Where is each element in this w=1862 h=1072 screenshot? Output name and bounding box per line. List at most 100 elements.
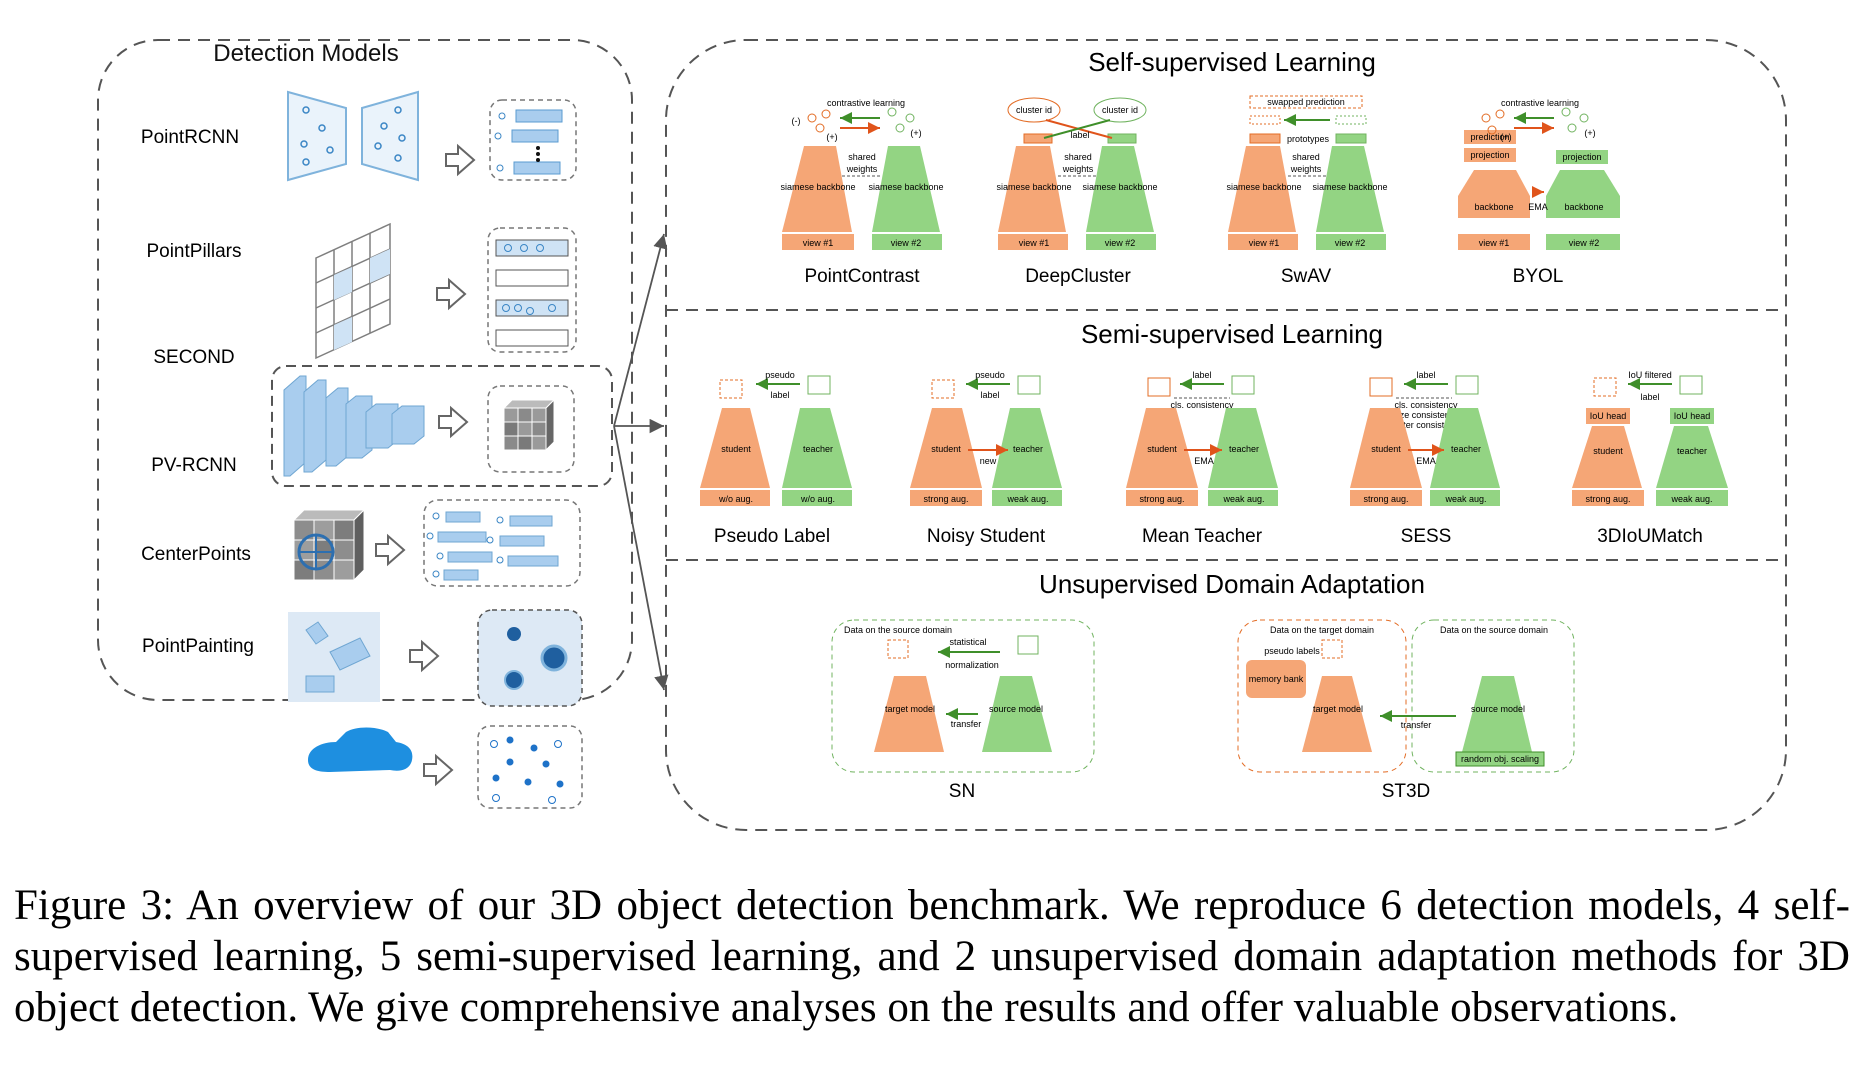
method-sess: label cls. consistency size consistency … bbox=[1350, 370, 1500, 547]
svg-text:cluster id: cluster id bbox=[1016, 105, 1052, 115]
methods-panel: Self-supervised Learning Semi-supervised… bbox=[665, 39, 1787, 831]
svg-text:prototypes: prototypes bbox=[1287, 134, 1330, 144]
svg-text:teacher: teacher bbox=[1229, 444, 1259, 454]
svg-text:siamese backbone: siamese backbone bbox=[780, 182, 855, 192]
svg-text:projection: projection bbox=[1470, 150, 1509, 160]
svg-text:backbone: backbone bbox=[1474, 202, 1513, 212]
svg-text:student: student bbox=[931, 444, 961, 454]
svg-text:(-): (-) bbox=[792, 116, 801, 126]
svg-text:backbone: backbone bbox=[1564, 202, 1603, 212]
svg-text:center consistency: center consistency bbox=[1389, 420, 1464, 430]
svg-text:strong aug.: strong aug. bbox=[923, 494, 968, 504]
method-byol: backbone backbone EMA view #1 view #2 pr… bbox=[1458, 98, 1620, 287]
svg-text:new: new bbox=[980, 456, 997, 466]
pseudo-label-name: Pseudo Label bbox=[714, 526, 830, 547]
svg-text:label: label bbox=[1640, 392, 1659, 402]
svg-text:student: student bbox=[1371, 444, 1401, 454]
svg-text:siamese backbone: siamese backbone bbox=[1082, 182, 1157, 192]
svg-text:transfer: transfer bbox=[1401, 720, 1432, 730]
svg-text:label: label bbox=[1192, 370, 1211, 380]
svg-text:IoU head: IoU head bbox=[1674, 411, 1711, 421]
svg-text:view #2: view #2 bbox=[1105, 238, 1136, 248]
svg-text:student: student bbox=[1593, 446, 1623, 456]
svg-text:size consistency: size consistency bbox=[1393, 410, 1459, 420]
svg-text:source model: source model bbox=[1471, 704, 1525, 714]
svg-text:label: label bbox=[980, 390, 999, 400]
svg-text:cls. consistency: cls. consistency bbox=[1170, 400, 1234, 410]
svg-text:view #1: view #1 bbox=[803, 238, 834, 248]
svg-text:cls. consistency: cls. consistency bbox=[1394, 400, 1458, 410]
svg-text:(+): (+) bbox=[910, 128, 921, 138]
svg-text:label: label bbox=[1070, 130, 1089, 140]
method-pointcontrast: view #1 view #2 siamese backbone siamese… bbox=[780, 98, 943, 287]
model-pointpillars: PointPillars bbox=[146, 241, 241, 262]
method-pseudo-label: pseudo label student teacher w/o aug. w/… bbox=[700, 370, 852, 547]
svg-text:pseudo: pseudo bbox=[765, 370, 795, 380]
semi-title: Semi-supervised Learning bbox=[1081, 319, 1383, 349]
noisy-student-name: Noisy Student bbox=[927, 526, 1046, 547]
svg-text:w/o aug.: w/o aug. bbox=[800, 494, 835, 504]
mean-teacher-name: Mean Teacher bbox=[1142, 526, 1263, 547]
detection-title: Detection Models bbox=[213, 40, 398, 67]
svg-text:memory bank: memory bank bbox=[1249, 674, 1304, 684]
svg-text:strong aug.: strong aug. bbox=[1363, 494, 1408, 504]
figure-caption: Figure 3: An overview of our 3D object d… bbox=[14, 882, 1850, 1031]
svg-text:prediction: prediction bbox=[1470, 132, 1509, 142]
svg-text:weak aug.: weak aug. bbox=[1444, 494, 1486, 504]
svg-text:label: label bbox=[1416, 370, 1435, 380]
method-deepcluster: view #1 view #2 siamese backbone siamese… bbox=[996, 97, 1158, 287]
model-pointpainting: PointPainting bbox=[142, 636, 254, 657]
svg-text:transfer: transfer bbox=[951, 719, 982, 729]
svg-text:statistical: statistical bbox=[949, 637, 986, 647]
svg-text:teacher: teacher bbox=[1013, 444, 1043, 454]
svg-text:target model: target model bbox=[1313, 704, 1363, 714]
byol-name: BYOL bbox=[1513, 266, 1564, 287]
svg-text:siamese backbone: siamese backbone bbox=[868, 182, 943, 192]
svg-text:view #1: view #1 bbox=[1019, 238, 1050, 248]
svg-text:cluster id: cluster id bbox=[1102, 105, 1138, 115]
model-centerpoints: CenterPoints bbox=[141, 544, 251, 565]
svg-text:teacher: teacher bbox=[1451, 444, 1481, 454]
method-swav: view #1 view #2 siamese backbone siamese… bbox=[1226, 95, 1388, 287]
svg-text:view #2: view #2 bbox=[1569, 238, 1600, 248]
svg-text:(+): (+) bbox=[826, 132, 837, 142]
svg-text:pseudo labels: pseudo labels bbox=[1264, 646, 1320, 656]
sn-name: SN bbox=[949, 781, 975, 802]
svg-text:random obj. scaling: random obj. scaling bbox=[1461, 754, 1539, 764]
deepcluster-name: DeepCluster bbox=[1025, 266, 1131, 287]
svg-text:teacher: teacher bbox=[803, 444, 833, 454]
svg-text:swapped prediction: swapped prediction bbox=[1267, 97, 1345, 107]
svg-text:weak aug.: weak aug. bbox=[1670, 494, 1712, 504]
pointpillars-graphic bbox=[315, 222, 577, 360]
3dioumatch-name: 3DIoUMatch bbox=[1597, 526, 1703, 547]
sess-name: SESS bbox=[1401, 526, 1452, 547]
svg-text:Data on the target domain: Data on the target domain bbox=[1270, 625, 1374, 635]
centerpoints-graphic bbox=[288, 609, 583, 707]
svg-text:IoU head: IoU head bbox=[1590, 411, 1627, 421]
detection-panel: Detection Models PointRCNN PointPillars … bbox=[97, 39, 633, 809]
method-mean-teacher: label cls. consistency student teacher E… bbox=[1126, 370, 1278, 547]
figure-diagram: Detection Models PointRCNN PointPillars … bbox=[97, 39, 1787, 831]
svg-text:view #1: view #1 bbox=[1479, 238, 1510, 248]
method-st3d: Data on the target domain Data on the so… bbox=[1237, 619, 1575, 802]
svg-text:EMA: EMA bbox=[1416, 456, 1436, 466]
svg-text:siamese backbone: siamese backbone bbox=[1312, 182, 1387, 192]
pointrcnn-graphic bbox=[287, 90, 577, 182]
svg-text:contrastive learning: contrastive learning bbox=[1501, 98, 1579, 108]
svg-text:EMA: EMA bbox=[1528, 202, 1548, 212]
method-3dioumatch: IoU filtered label IoU head IoU head stu… bbox=[1572, 370, 1728, 547]
svg-text:strong aug.: strong aug. bbox=[1585, 494, 1630, 504]
svg-text:student: student bbox=[1147, 444, 1177, 454]
svg-text:(+): (+) bbox=[1500, 132, 1511, 142]
pointcontrast-name: PointContrast bbox=[804, 266, 920, 287]
ssl-title: Self-supervised Learning bbox=[1088, 47, 1376, 77]
svg-text:Data on the source domain: Data on the source domain bbox=[844, 625, 952, 635]
method-noisy-student: pseudo label student teacher new strong … bbox=[910, 370, 1062, 547]
pvrcnn-graphic bbox=[292, 499, 581, 587]
svg-text:source model: source model bbox=[989, 704, 1043, 714]
svg-text:shared: shared bbox=[1292, 152, 1320, 162]
uda-title: Unsupervised Domain Adaptation bbox=[1039, 569, 1425, 599]
svg-text:weak aug.: weak aug. bbox=[1222, 494, 1264, 504]
svg-text:contrastive learning: contrastive learning bbox=[827, 98, 905, 108]
svg-text:strong aug.: strong aug. bbox=[1139, 494, 1184, 504]
